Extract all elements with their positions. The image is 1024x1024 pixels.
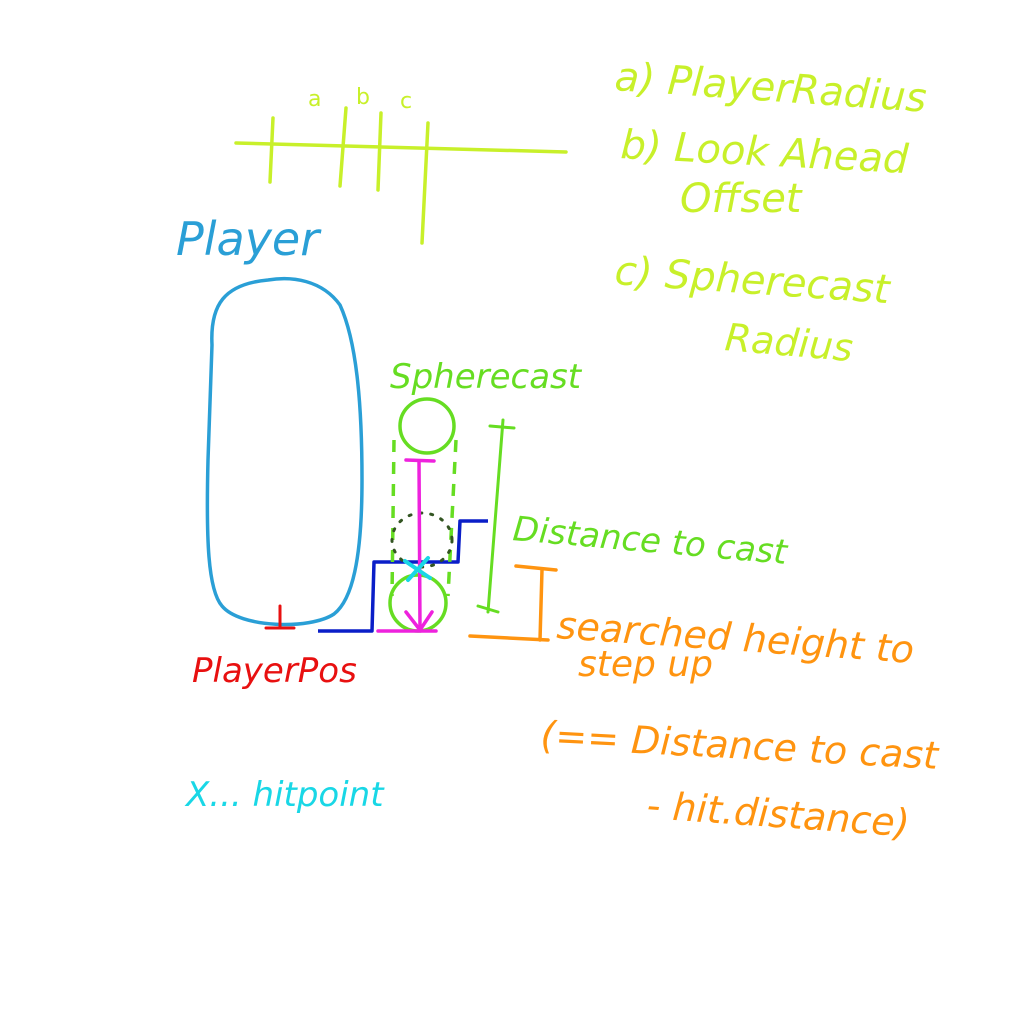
hitpoint-legend: X... hitpoint <box>184 775 385 815</box>
ruler-tick-4 <box>420 121 430 245</box>
ruler-tick-labels: a b c <box>308 85 412 114</box>
distance-to-cast-arrow <box>476 418 516 614</box>
legend-line-a: a) PlayerRadius <box>613 54 928 122</box>
spherecast-shape <box>388 397 458 633</box>
legend-ruler <box>234 106 568 245</box>
player-capsule <box>205 276 364 627</box>
legend-text: a) PlayerRadius b) Look Ahead Offset c) … <box>613 54 928 370</box>
cast-vector <box>376 458 438 633</box>
ruler-tick-2 <box>338 106 348 188</box>
step-height-note: searched height to step up (== Distance … <box>540 603 942 845</box>
spherecast-label: Spherecast <box>390 357 583 397</box>
tick-label-a: a <box>308 87 321 112</box>
note-line-4: - hit.distance) <box>645 783 911 845</box>
legend-line-b1: b) Look Ahead <box>619 122 910 183</box>
ruler-tick-3 <box>376 111 383 192</box>
distance-to-cast-label: Distance to cast <box>511 509 790 573</box>
player-pos-marker <box>264 604 296 630</box>
player-pos-label: PlayerPos <box>192 651 357 691</box>
legend-line-c2: Radius <box>723 315 855 370</box>
tick-label-b: b <box>356 85 370 110</box>
spherecast-right-edge <box>446 439 458 597</box>
note-line-3: (== Distance to cast <box>540 713 942 778</box>
tick-label-c: c <box>400 89 412 114</box>
spherecast-start-sphere <box>398 397 456 455</box>
legend-line-b2: Offset <box>680 176 803 222</box>
player-label: Player <box>176 212 322 266</box>
step-outline <box>318 519 488 633</box>
hit-sphere-dotted <box>390 511 454 569</box>
step-height-bracket <box>468 564 558 642</box>
ruler-tick-1 <box>268 116 275 184</box>
spherecast-left-edge <box>390 439 396 597</box>
legend-line-c1: c) Spherecast <box>613 248 892 313</box>
hitpoint-cross <box>403 556 432 582</box>
ruler-baseline <box>234 141 568 154</box>
note-line-2: step up <box>578 644 713 685</box>
